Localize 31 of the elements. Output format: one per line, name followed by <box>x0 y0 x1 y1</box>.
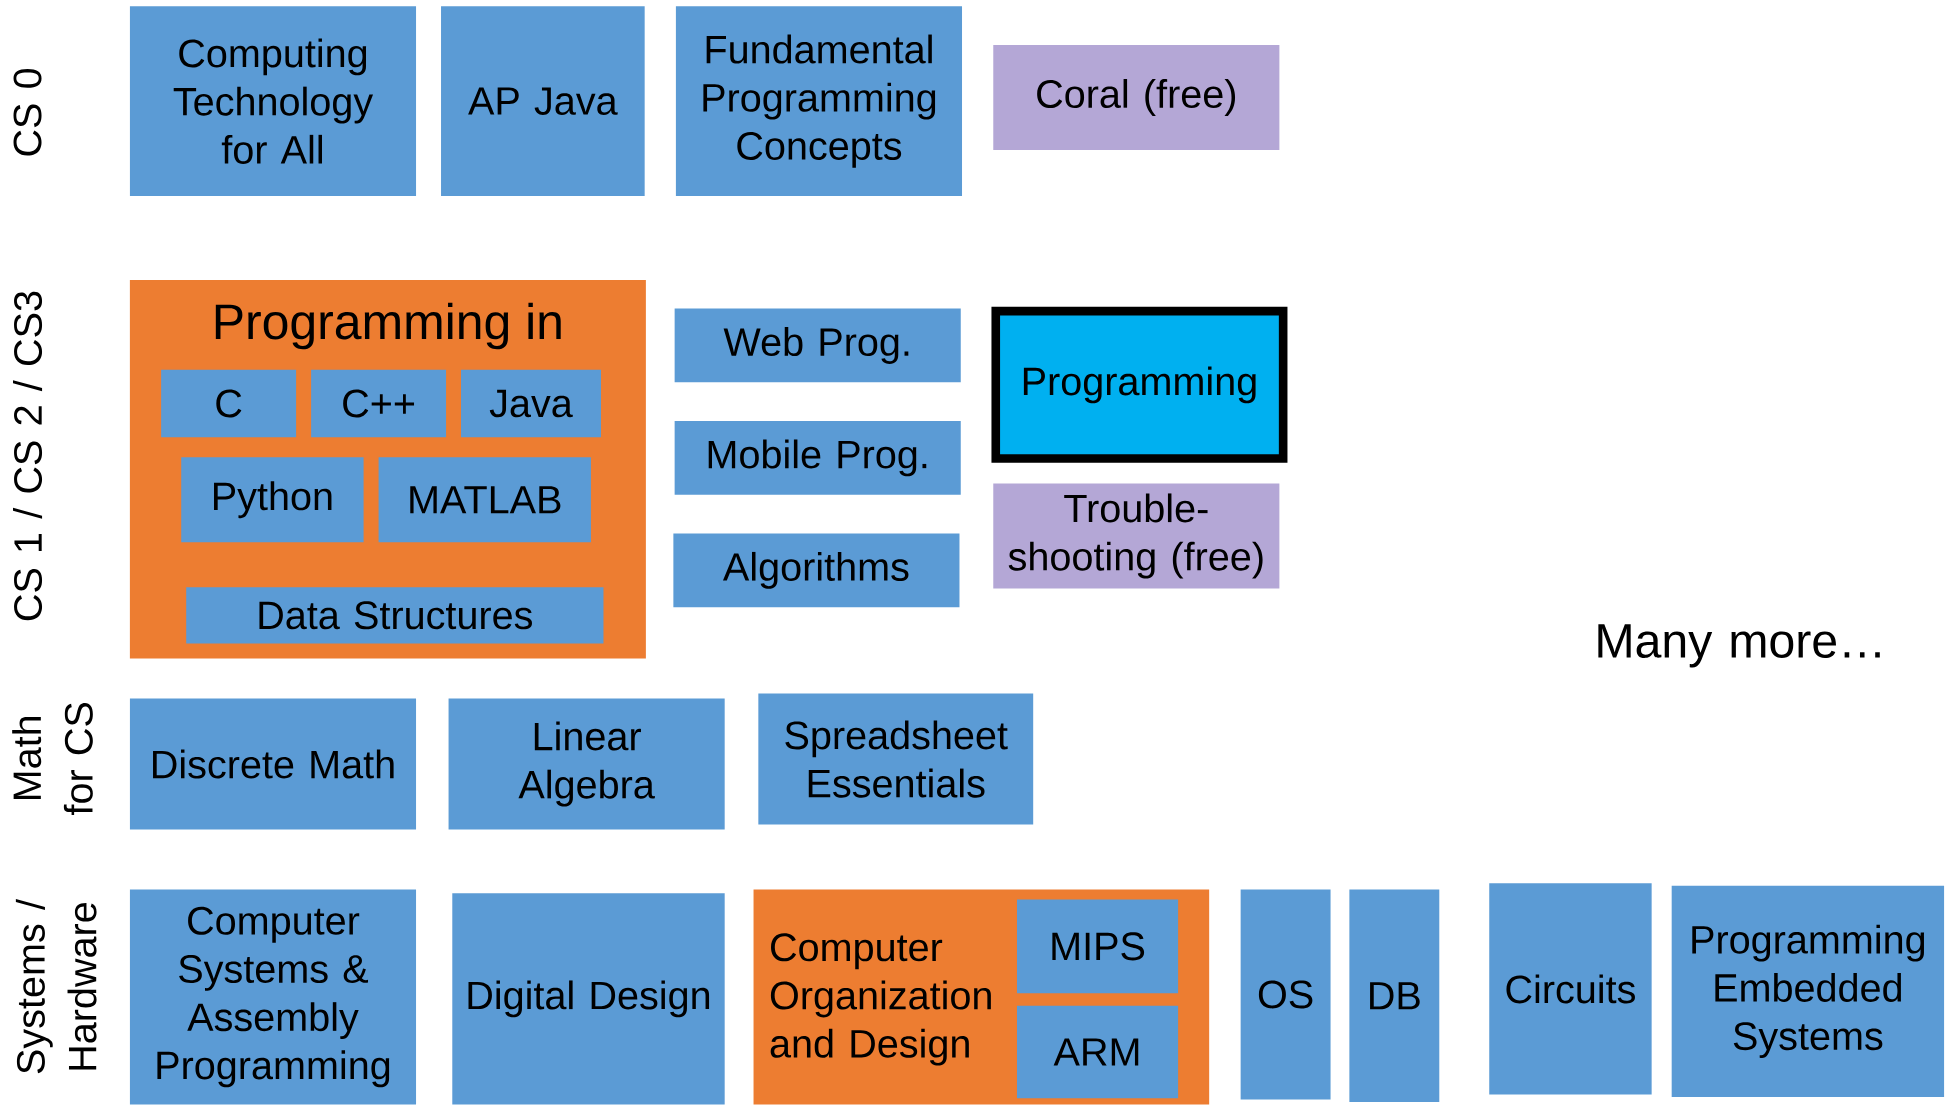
course-box: C <box>161 369 297 438</box>
course-box: C++ <box>311 369 447 438</box>
course-box: Data Structures <box>186 587 604 644</box>
course-box: DB <box>1349 889 1440 1103</box>
course-box: Programming <box>991 307 1288 463</box>
course-box: Circuits <box>1489 883 1652 1095</box>
section-label: CS 0 <box>13 69 42 156</box>
course-box: MATLAB <box>378 457 591 543</box>
course-box: Computer Systems & Assembly Programming <box>129 889 417 1105</box>
note-text: Many more… <box>1598 624 1880 668</box>
course-box: AP Java <box>441 6 645 197</box>
course-box: Programming Embedded Systems <box>1671 885 1945 1098</box>
course-box: Discrete Math <box>129 698 417 830</box>
course-box: Digital Design <box>452 893 725 1105</box>
course-box: Algorithms <box>673 533 960 608</box>
course-box: Mobile Prog. <box>674 421 961 495</box>
course-box: Spreadsheet Essentials <box>758 693 1034 825</box>
section-label: CS 1 / CS 2 / CS3 <box>13 291 43 621</box>
course-box: Computing Technology for All <box>129 6 417 197</box>
course-box: OS <box>1240 889 1331 1100</box>
course-box: Web Prog. <box>674 308 961 383</box>
course-box: Linear Algebra <box>448 698 725 830</box>
course-box: Coral (free) <box>993 45 1280 151</box>
course-box: Fundamental Programming Concepts <box>675 6 962 197</box>
course-box: MIPS <box>1017 899 1179 994</box>
course-box: Java <box>461 369 601 438</box>
section-label: Math for CS <box>12 703 93 816</box>
course-box: Trouble-shooting (free) <box>993 483 1280 589</box>
section-label: Systems / Hardware <box>15 899 97 1074</box>
course-box: Python <box>181 457 364 543</box>
course-box: ARM <box>1017 1005 1179 1099</box>
